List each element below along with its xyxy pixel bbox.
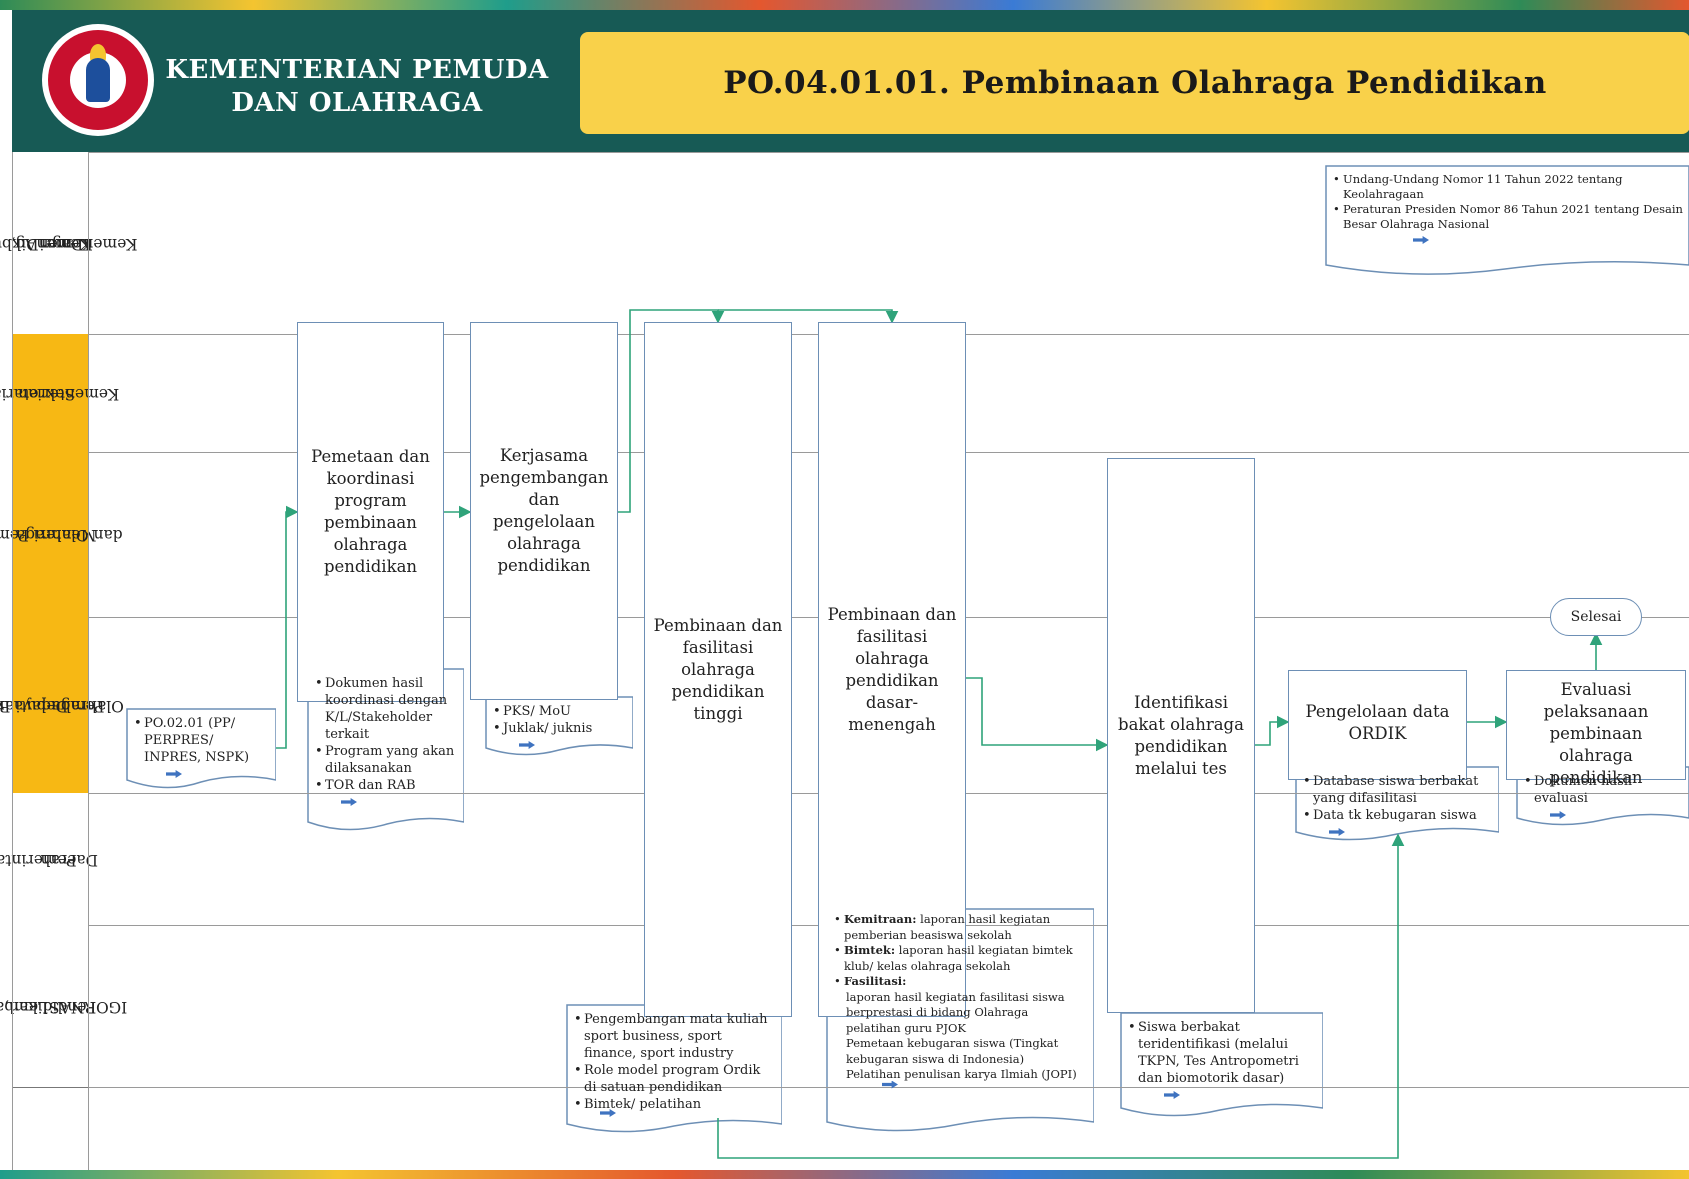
connector-kerjasama-to-dasar bbox=[718, 309, 899, 324]
document-tinggi: Pengembangan mata kuliah sport business,… bbox=[566, 1004, 782, 1138]
ministry-logo bbox=[42, 24, 154, 136]
terminal-selesai: Selesai bbox=[1550, 598, 1642, 636]
page-title: PO.04.01.01. Pembinaan Olahraga Pendidik… bbox=[723, 65, 1547, 101]
process-pemetaan-label: Pemetaan dan koordinasi program pembinaa… bbox=[311, 447, 430, 576]
connector-dasar-to-identifikasi bbox=[966, 677, 1109, 752]
terminal-selesai-label: Selesai bbox=[1570, 609, 1622, 625]
top-decor-strip bbox=[0, 0, 1689, 10]
doc-subitem: laporan hasil kegiatan fasilitasi siswa … bbox=[846, 989, 1065, 1020]
lane-header-sekretariat: SekretariatKementerian bbox=[0, 334, 120, 453]
lane-header-deputi: Deputi BidangPembudayaanOlahraga bbox=[0, 617, 124, 794]
process-evaluasi: Evaluasi pelaksanaan pembinaan olahraga … bbox=[1506, 670, 1686, 787]
doc-item: Dokumen hasil evaluasi bbox=[1524, 773, 1683, 807]
doc-item: Role model program Ordik di satuan pendi… bbox=[574, 1062, 776, 1096]
arrow-icon bbox=[341, 798, 357, 806]
doc-item: Data tk kebugaran siswa bbox=[1303, 807, 1493, 824]
document-po: PO.02.01 (PP/ PERPRES/ INPRES, NSPK) bbox=[126, 708, 276, 792]
arrow-icon bbox=[1164, 1091, 1180, 1099]
connector-kerjasama-to-tinggi bbox=[618, 309, 725, 513]
connector-po-to-pemetaan bbox=[276, 505, 299, 749]
doc-item: Database siswa berbakat yang difasilitas… bbox=[1303, 773, 1493, 807]
lane-header-kemendikbud: KemenDikbudristek,KemenAg,KemenDagri bbox=[0, 152, 137, 335]
arrow-icon bbox=[519, 741, 535, 749]
ministry-name-line1: KEMENTERIAN PEMUDA bbox=[165, 55, 549, 85]
arrow-icon bbox=[1550, 811, 1566, 819]
process-tinggi: Pembinaan dan fasilitasi olahraga pendid… bbox=[644, 322, 792, 1017]
process-ordik: Pengelolaan data ORDIK bbox=[1288, 670, 1467, 780]
ministry-name: KEMENTERIAN PEMUDA DAN OLAHRAGA bbox=[162, 54, 552, 120]
lane-header-pemda: PemerintahDaerah bbox=[0, 793, 98, 926]
arrow-icon bbox=[1413, 236, 1429, 244]
process-kerjasama: Kerjasama pengembangan dan pengelolaan o… bbox=[470, 322, 618, 700]
doc-item: PKS/ MoU bbox=[493, 703, 627, 720]
doc-subitem: Pelatihan penulisan karya Ilmiah (JOPI) bbox=[846, 1067, 1077, 1081]
doc-item: Pengembangan mata kuliah sport business,… bbox=[574, 1011, 776, 1062]
lane-header-lembaga: LembagaPendidikan,IGORNAS bbox=[0, 925, 127, 1088]
doc-subitem: pelatihan guru PJOK bbox=[846, 1020, 967, 1035]
document-pemetaan: Dokumen hasil koordinasi dengan K/L/Stak… bbox=[307, 668, 464, 836]
document-identifikasi: Siswa berbakat teridentifikasi (melalui … bbox=[1120, 1012, 1323, 1120]
doc-item: Bimtek: laporan hasil kegiatan bimtek kl… bbox=[834, 943, 1088, 974]
process-kerjasama-label: Kerjasama pengembangan dan pengelolaan o… bbox=[479, 446, 609, 575]
doc-item: Bimtek/ pelatihan bbox=[574, 1096, 776, 1113]
arrow-icon bbox=[882, 1080, 898, 1089]
process-dasar-label: Pembinaan dan fasilitasi olahraga pendid… bbox=[827, 604, 957, 734]
header-banner: KEMENTERIAN PEMUDA DAN OLAHRAGA PO.04.01… bbox=[12, 10, 1689, 152]
title-box: PO.04.01.01. Pembinaan Olahraga Pendidik… bbox=[580, 32, 1689, 134]
doc-item: TOR dan RAB bbox=[315, 777, 458, 794]
arrow-icon bbox=[166, 770, 182, 778]
doc-item: PO.02.01 (PP/ PERPRES/ INPRES, NSPK) bbox=[134, 715, 270, 766]
process-ordik-label: Pengelolaan data ORDIK bbox=[1305, 702, 1450, 743]
process-identifikasi-label: Identifikasi bakat olahraga pendidikan m… bbox=[1118, 692, 1244, 778]
doc-item: Program yang akan dilaksanakan bbox=[315, 743, 458, 777]
arrow-icon bbox=[600, 1109, 616, 1117]
doc-subitem: Pemetaan kebugaran siswa (Tingkat kebuga… bbox=[846, 1036, 1059, 1066]
process-pemetaan: Pemetaan dan koordinasi program pembinaa… bbox=[297, 322, 444, 702]
document-kerjasama: PKS/ MoU Juklak/ juknis bbox=[485, 696, 633, 758]
doc-item: Undang-Undang Nomor 11 Tahun 2022 tentan… bbox=[1333, 172, 1683, 202]
bottom-decor-strip bbox=[0, 1170, 1689, 1179]
process-dasar: Pembinaan dan fasilitasi olahraga pendid… bbox=[818, 322, 966, 1017]
ministry-name-line2: DAN OLAHRAGA bbox=[231, 88, 483, 118]
doc-item: Juklak/ juknis bbox=[493, 720, 627, 737]
doc-item: Peraturan Presiden Nomor 86 Tahun 2021 t… bbox=[1333, 202, 1683, 232]
lane-header-separator bbox=[88, 152, 89, 1172]
connector-tinggi-to-ordik bbox=[717, 833, 1405, 1159]
process-tinggi-label: Pembinaan dan fasilitasi olahraga pendid… bbox=[653, 615, 783, 723]
lane-divider bbox=[88, 152, 1689, 153]
lane-left-border bbox=[12, 152, 13, 1172]
document-evaluasi: Dokumen hasil evaluasi bbox=[1516, 766, 1689, 828]
connector-identifikasi-to-ordik bbox=[1255, 715, 1290, 746]
arrow-icon bbox=[1329, 828, 1345, 836]
doc-item: Siswa berbakat teridentifikasi (melalui … bbox=[1128, 1019, 1317, 1087]
document-dasar: Kemitraan: laporan hasil kegiatan pember… bbox=[826, 908, 1094, 1138]
lane-divider bbox=[88, 1087, 1689, 1088]
doc-item: Fasilitasi: laporan hasil kegiatan fasil… bbox=[834, 974, 1088, 1083]
process-identifikasi: Identifikasi bakat olahraga pendidikan m… bbox=[1107, 458, 1255, 1013]
doc-item: Kemitraan: laporan hasil kegiatan pember… bbox=[834, 912, 1088, 943]
document-ordik: Database siswa berbakat yang difasilitas… bbox=[1295, 766, 1499, 844]
doc-item: Dokumen hasil koordinasi dengan K/L/Stak… bbox=[315, 675, 458, 743]
document-legal-basis: Undang-Undang Nomor 11 Tahun 2022 tentan… bbox=[1325, 165, 1689, 277]
